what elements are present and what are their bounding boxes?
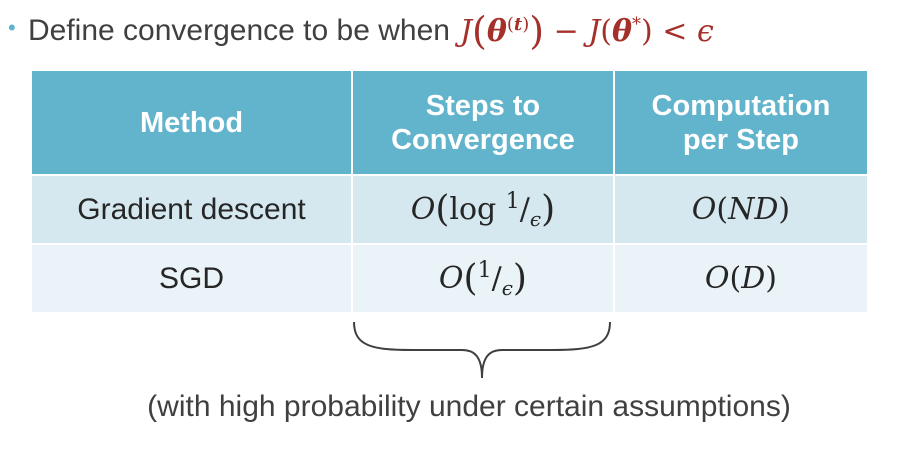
table-header-row: Method Steps to Convergence Computation … — [32, 71, 867, 174]
computation-sgd: O(D) — [614, 243, 867, 312]
header-steps-line1: Steps to — [425, 89, 541, 122]
steps-gradient-descent: O(log 1/ϵ) — [353, 174, 615, 243]
method-sgd: SGD — [32, 243, 353, 312]
steps-sgd: O(1/ϵ) — [353, 243, 615, 312]
header-computation-line1: Computation — [651, 89, 831, 122]
bullet-icon: • — [8, 15, 16, 40]
method-comparison-table: Method Steps to Convergence Computation … — [32, 71, 867, 312]
header-steps-line2: Convergence — [391, 123, 575, 156]
convergence-condition-formula: J(θ(t)) − J(θ*) < ϵ — [459, 9, 714, 53]
table-row: SGD O(1/ϵ) O(D) — [32, 243, 867, 312]
computation-gradient-descent: O(ND) — [614, 174, 867, 243]
convergence-definition: • Define convergence to be when J(θ(t)) … — [8, 8, 714, 54]
header-method-label: Method — [139, 106, 244, 139]
table-row: Gradient descent O(log 1/ϵ) O(ND) — [32, 174, 867, 243]
curly-brace-icon — [353, 321, 611, 379]
definition-text: Define convergence to be when — [28, 14, 450, 47]
header-computation: Computation per Step — [614, 71, 867, 174]
header-method: Method — [32, 71, 353, 174]
header-steps: Steps to Convergence — [353, 71, 615, 174]
header-computation-line2: per Step — [682, 123, 799, 156]
assumption-note: (with high probability under certain ass… — [147, 390, 791, 423]
method-gradient-descent: Gradient descent — [32, 174, 353, 243]
